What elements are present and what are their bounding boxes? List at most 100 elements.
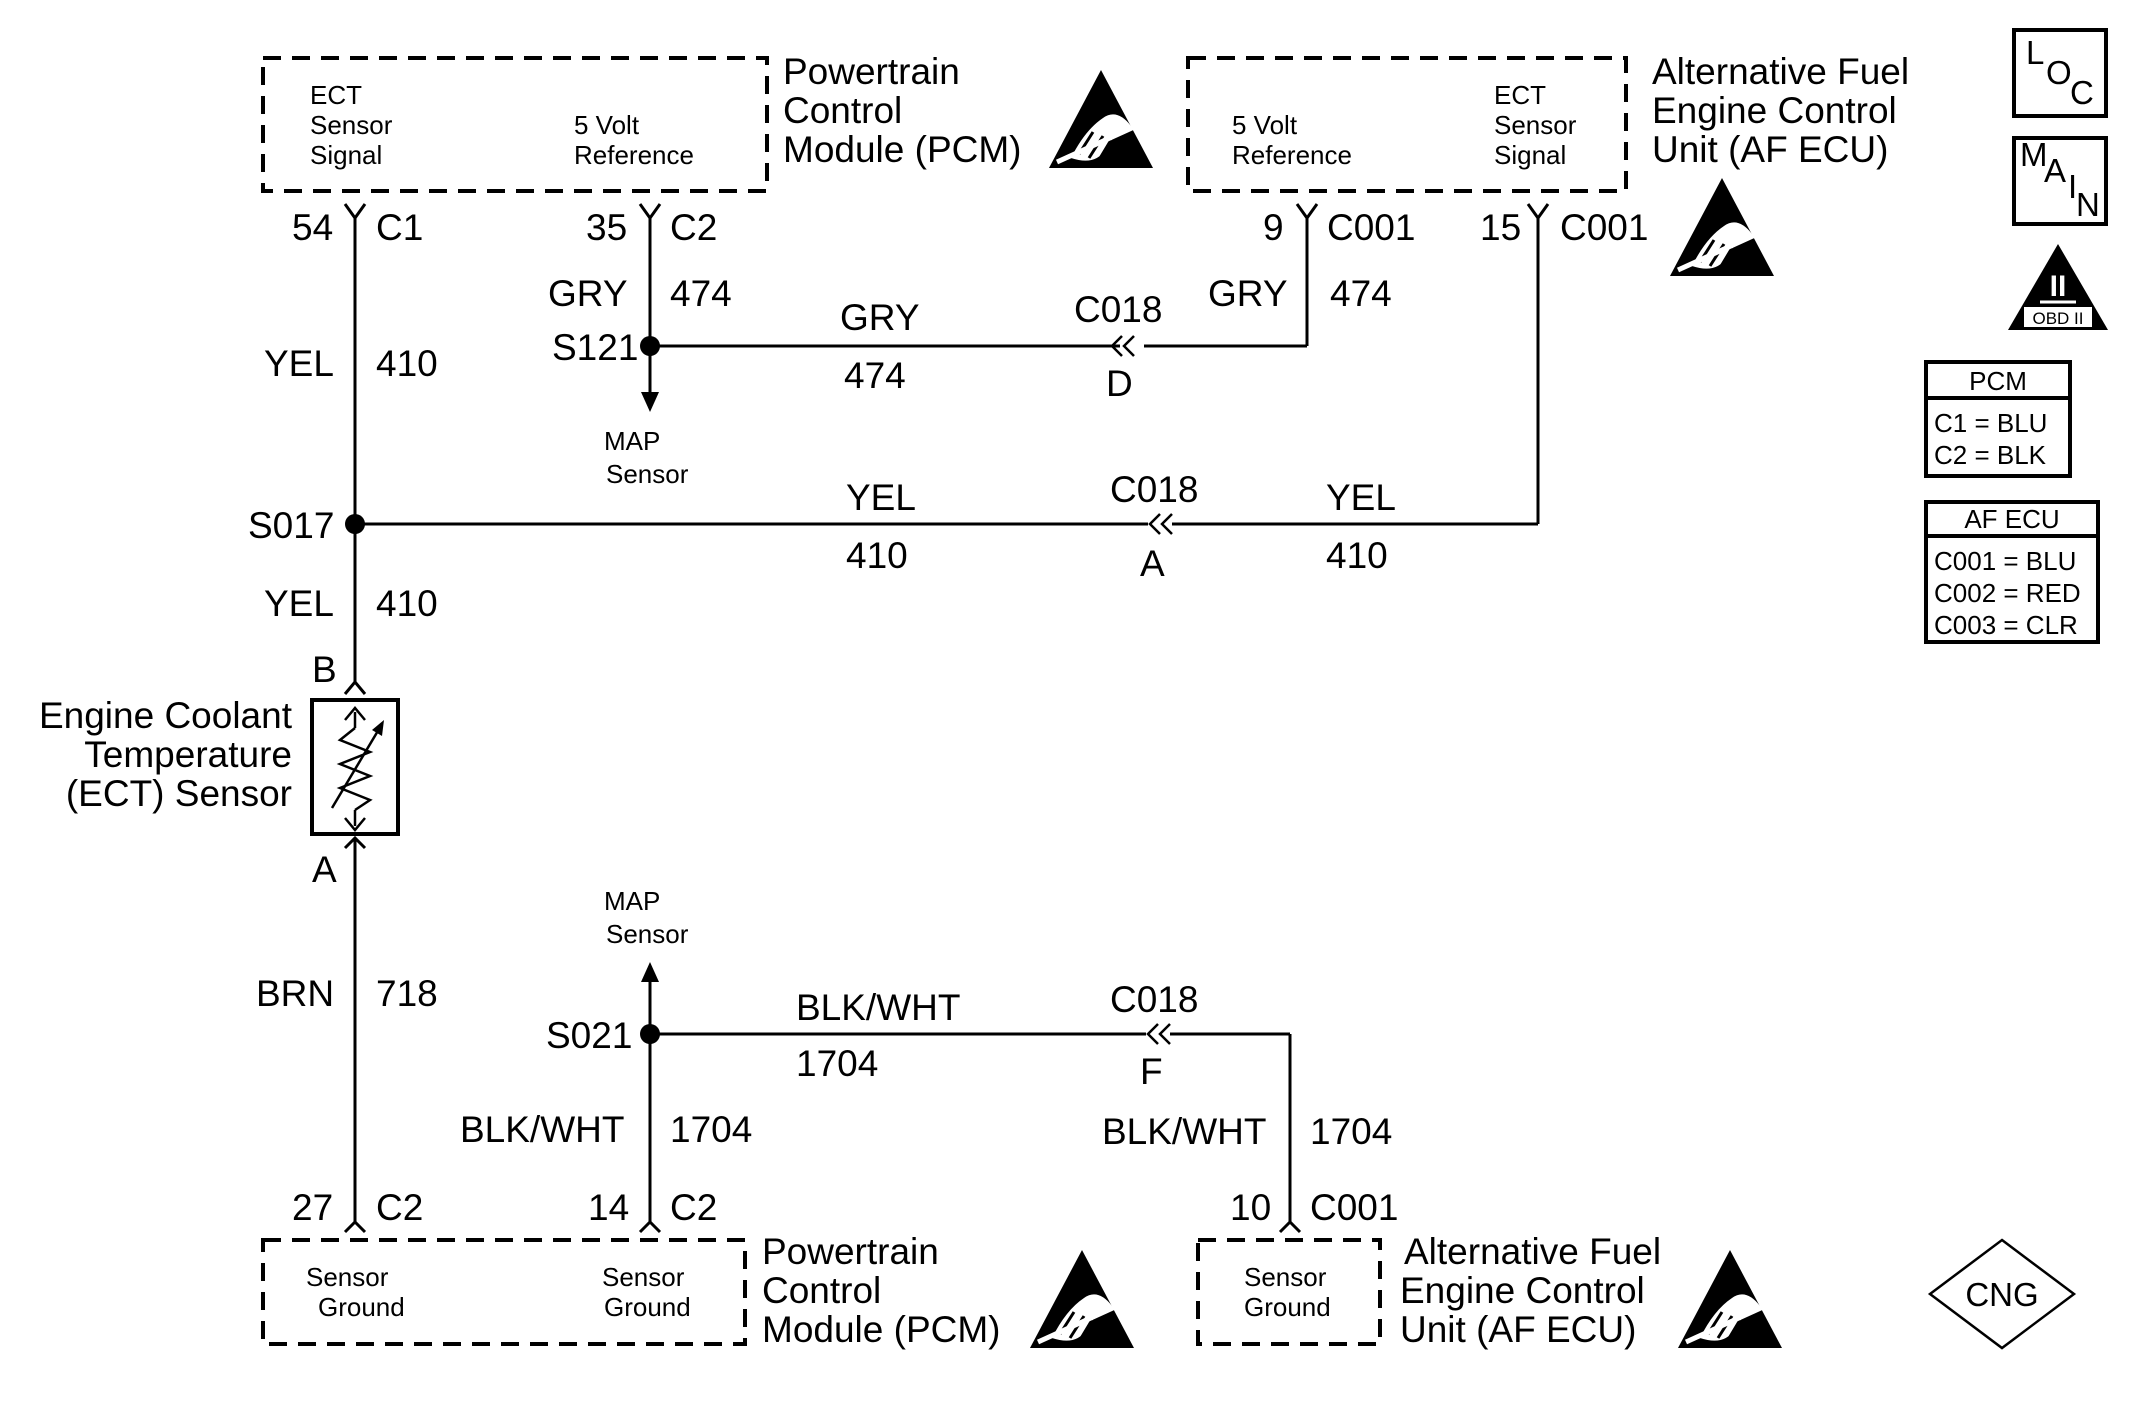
afecu-legend-title: AF ECU bbox=[1964, 504, 2059, 534]
wire-color-yel-upper: YEL bbox=[264, 343, 334, 384]
esd-warning-icon bbox=[1678, 1250, 1782, 1348]
splice-s017-dot bbox=[345, 514, 365, 534]
pcm-legend-box bbox=[1924, 360, 2072, 478]
esd-warning-icon bbox=[1030, 1250, 1134, 1348]
connector-c018-top: C018 bbox=[1074, 289, 1162, 330]
wire-circuit-474-afecu: 474 bbox=[1330, 273, 1392, 314]
connector-c018-a-mark bbox=[1148, 513, 1173, 535]
afecu-top-pin-right-line2: Sensor bbox=[1494, 110, 1577, 140]
ect-pin-b: B bbox=[312, 649, 337, 690]
pcm-top-pin-right-line2: Reference bbox=[574, 140, 694, 170]
pin-15: 15 bbox=[1480, 207, 1521, 248]
main-symbol: M A I N bbox=[2012, 136, 2108, 226]
cng-diamond bbox=[1927, 1238, 2077, 1350]
arrow-up-map-sensor bbox=[641, 962, 659, 982]
esd-warning-icon bbox=[1670, 178, 1774, 276]
afecu-bottom-title-line1: Alternative Fuel bbox=[1404, 1231, 1661, 1272]
afecu-connector-legend: AF ECU C001 = BLU C002 = RED C003 = CLR bbox=[1924, 500, 2100, 644]
afecu-legend-row-1: C001 = BLU bbox=[1934, 546, 2076, 576]
obd-ii-symbol: II OBD II bbox=[2008, 244, 2108, 330]
pcm-bottom-title-line2: Control bbox=[762, 1270, 881, 1311]
main-letter-m: M bbox=[2020, 136, 2048, 173]
wire-color-blkwht-mid: BLK/WHT bbox=[796, 987, 960, 1028]
pcm-top-title-line1: Powertrain bbox=[783, 51, 960, 92]
connector-pin-f: F bbox=[1140, 1051, 1163, 1092]
wire-circuit-410-afecu: 410 bbox=[1326, 535, 1388, 576]
pcm-bottom-pin-right-line2: Ground bbox=[604, 1292, 691, 1322]
afecu-bottom-module: Sensor Ground Alternative Fuel Engine Co… bbox=[1196, 1231, 1782, 1350]
afecu-top-pin-right-line3: Signal bbox=[1494, 140, 1566, 170]
pin-35-connector: C2 bbox=[670, 207, 717, 248]
pin-9-connector: C001 bbox=[1327, 207, 1415, 248]
wire-color-yel-lower: YEL bbox=[264, 583, 334, 624]
wire-circuit-474-mid: 474 bbox=[844, 355, 906, 396]
wire-circuit-410-upper: 410 bbox=[376, 343, 438, 384]
cng-symbol: CNG bbox=[1927, 1238, 2077, 1350]
pcm-bottom-title-line3: Module (PCM) bbox=[762, 1309, 1001, 1350]
afecu-top-module: 5 Volt Reference ECT Sensor Signal Alter… bbox=[1186, 51, 1909, 276]
wire-color-blkwht-pcm: BLK/WHT bbox=[460, 1109, 624, 1150]
connector-c018-bottom: C018 bbox=[1110, 979, 1198, 1020]
ect-sensor-title-line2: Temperature bbox=[84, 734, 292, 775]
wire-circuit-474-pcm: 474 bbox=[670, 273, 732, 314]
splice-s121-dot bbox=[640, 336, 660, 356]
loc-letter-o: O bbox=[2046, 54, 2072, 91]
thermistor-icon bbox=[330, 706, 384, 832]
obd-roman: II bbox=[2050, 270, 2067, 303]
splice-s017-label: S017 bbox=[248, 505, 334, 546]
afecu-top-title-line2: Engine Control bbox=[1652, 90, 1897, 131]
connector-c018-d-mark bbox=[1110, 335, 1135, 357]
pcm-top-pin-right-line1: 5 Volt bbox=[574, 110, 640, 140]
pin-10: 10 bbox=[1230, 1187, 1271, 1228]
loc-letter-l: L bbox=[2026, 34, 2044, 71]
wire-circuit-718: 718 bbox=[376, 973, 438, 1014]
wire-color-blkwht-afecu: BLK/WHT bbox=[1102, 1111, 1266, 1152]
wire-circuit-410-mid: 410 bbox=[846, 535, 908, 576]
pin-27: 27 bbox=[292, 1187, 333, 1228]
pin-27-connector: C2 bbox=[376, 1187, 423, 1228]
main-letter-i: I bbox=[2068, 168, 2077, 205]
map-sensor-bottom-line2: Sensor bbox=[606, 919, 689, 949]
pcm-bottom-pin-right-line1: Sensor bbox=[602, 1262, 685, 1292]
afecu-bottom-pin-line2: Ground bbox=[1244, 1292, 1331, 1322]
loc-symbol: L O C bbox=[2012, 28, 2108, 118]
wire-color-yel-mid: YEL bbox=[846, 477, 916, 518]
pcm-legend-row-2: C2 = BLK bbox=[1934, 440, 2047, 470]
afecu-bottom-pin-line1: Sensor bbox=[1244, 1262, 1327, 1292]
pin-35: 35 bbox=[586, 207, 627, 248]
afecu-top-title-line3: Unit (AF ECU) bbox=[1652, 129, 1888, 170]
pin-54: 54 bbox=[292, 207, 333, 248]
pin-15-connector: C001 bbox=[1560, 207, 1648, 248]
wire-circuit-1704-mid: 1704 bbox=[796, 1043, 878, 1084]
pcm-top-module: ECT Sensor Signal 5 Volt Reference Power… bbox=[261, 51, 1153, 193]
connector-c018-mid: C018 bbox=[1110, 469, 1198, 510]
pcm-top-title-line3: Module (PCM) bbox=[783, 129, 1022, 170]
afecu-bottom-box bbox=[1196, 1238, 1382, 1346]
map-sensor-bottom-line1: MAP bbox=[604, 886, 660, 916]
wire-circuit-1704-pcm: 1704 bbox=[670, 1109, 752, 1150]
pcm-top-pin-left-line2: Sensor bbox=[310, 110, 393, 140]
ect-sensor-title-line1: Engine Coolant bbox=[39, 695, 293, 736]
ect-sensor: B A Engine Coolant Temperature (ECT) Sen… bbox=[39, 649, 400, 890]
pcm-legend-row-1: C1 = BLU bbox=[1934, 408, 2047, 438]
splice-s021-label: S021 bbox=[546, 1015, 632, 1056]
esd-warning-icon bbox=[1049, 70, 1153, 168]
pcm-top-pin-left-line1: ECT bbox=[310, 80, 362, 110]
pcm-bottom-title-line1: Powertrain bbox=[762, 1231, 939, 1272]
afecu-top-pin-left-line2: Reference bbox=[1232, 140, 1352, 170]
connector-c018-f-mark bbox=[1146, 1023, 1171, 1045]
afecu-bottom-title-line3: Unit (AF ECU) bbox=[1400, 1309, 1636, 1350]
main-box bbox=[2012, 136, 2108, 226]
wire-color-brn: BRN bbox=[256, 973, 334, 1014]
loc-box bbox=[2012, 28, 2108, 118]
pin-54-connector: C1 bbox=[376, 207, 423, 248]
splice-s121-label: S121 bbox=[552, 327, 638, 368]
afecu-top-box bbox=[1186, 56, 1628, 193]
wire-color-gry-pcm: GRY bbox=[548, 273, 628, 314]
pin-9: 9 bbox=[1263, 207, 1284, 248]
afecu-legend-row-3: C003 = CLR bbox=[1934, 610, 2078, 640]
pin-14: 14 bbox=[588, 1187, 629, 1228]
wire-circuit-1704-afecu: 1704 bbox=[1310, 1111, 1392, 1152]
connector-pin-a: A bbox=[1140, 543, 1165, 584]
